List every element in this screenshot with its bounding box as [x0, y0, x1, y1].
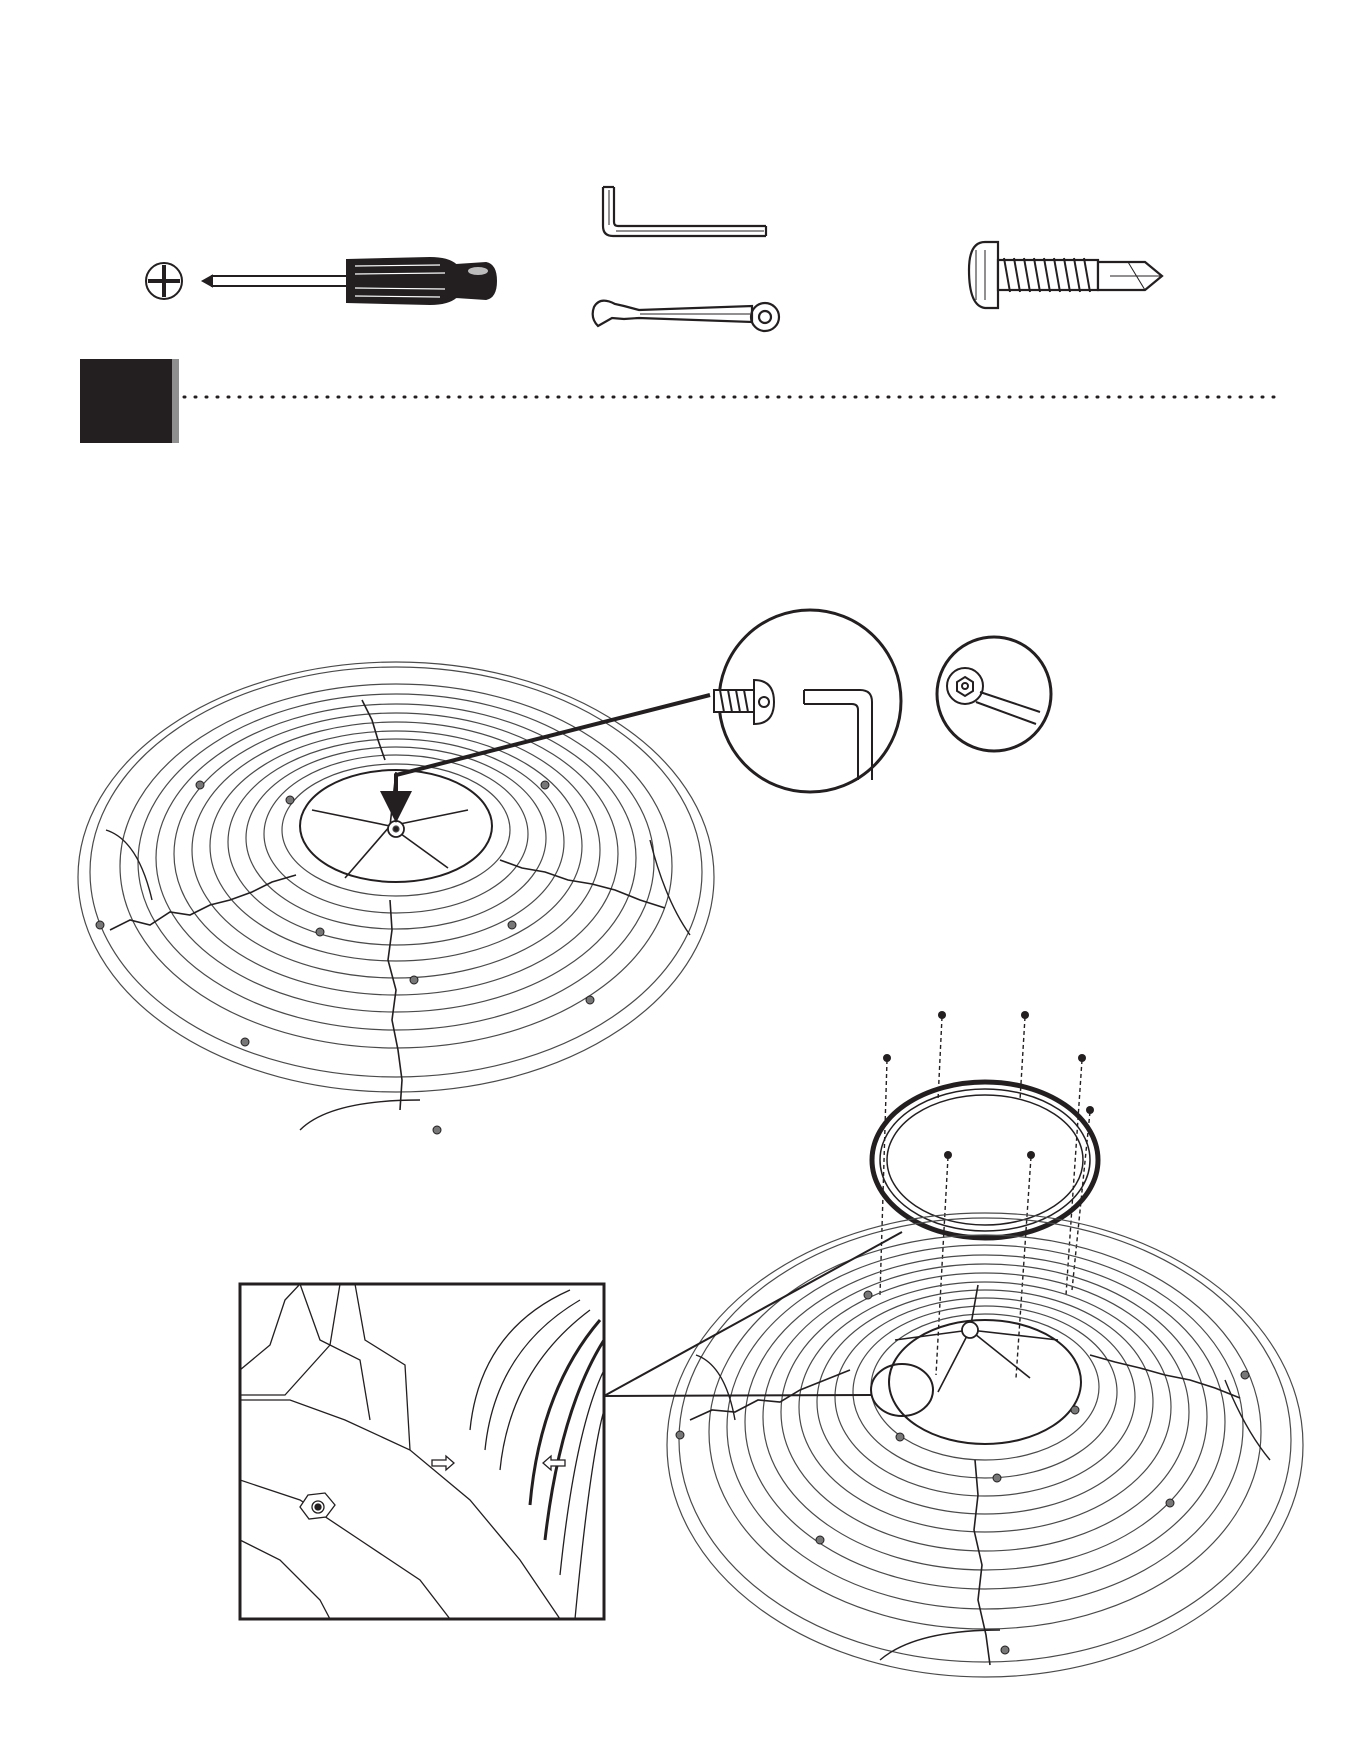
phillips-screwdriver-icon — [146, 258, 496, 304]
base-dome-with-ring — [667, 1213, 1303, 1677]
allen-wrench-icon — [603, 187, 766, 236]
screw-heads — [883, 1011, 1094, 1159]
nut-and-wrench-detail — [937, 637, 1051, 751]
bolt-and-allen-key-detail — [714, 610, 901, 792]
screw-drop-lines — [880, 1017, 1090, 1378]
zoom-target-circle — [871, 1364, 933, 1416]
step-number-block — [80, 359, 179, 443]
wrench-icon — [593, 301, 779, 331]
ring-alignment-detail — [240, 1284, 604, 1619]
step-number — [80, 359, 172, 443]
retaining-ring — [872, 1082, 1098, 1238]
base-dome-top-view — [78, 662, 714, 1134]
screw-icon — [969, 242, 1162, 308]
